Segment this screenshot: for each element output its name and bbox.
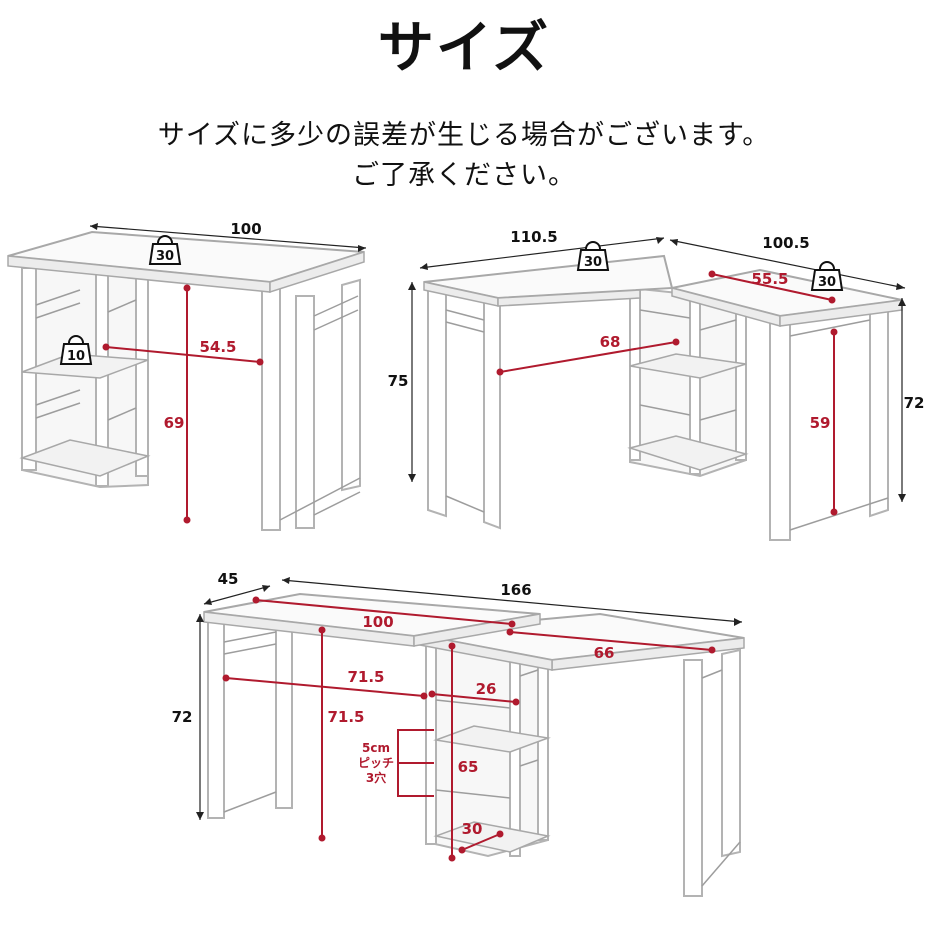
desk3-shelf-post-2 xyxy=(509,649,521,857)
desk3-inner-height-label: 71.5 xyxy=(327,708,364,726)
desk2-height-b-label: 72 xyxy=(904,394,925,412)
desk3-total-width-dimension xyxy=(281,579,743,623)
desk3-height-label: 72 xyxy=(172,708,193,726)
desk3-shelf-depth-line xyxy=(461,833,501,851)
desk2-width-b-label: 100.5 xyxy=(762,234,809,252)
desk2-right-leg-front xyxy=(769,321,791,541)
desk3-pitch-label-1: 5cm xyxy=(362,741,390,755)
desk-l-shape: 110.5 100.5 75 72 68 55.5 59 30 30 xyxy=(388,228,925,541)
page-title: サイズ xyxy=(377,16,551,81)
desk1-width-dimension xyxy=(89,225,367,249)
desk2-bottom-shelf xyxy=(627,435,749,471)
desk3-top-a-line xyxy=(255,599,513,625)
desk1-width-label: 100 xyxy=(230,220,261,238)
desk1-shelf-load: 10 xyxy=(67,349,85,364)
desk3-depth-label: 45 xyxy=(218,570,239,588)
desk3-total-width-label: 166 xyxy=(500,581,531,599)
desk2-clearance-b-label: 59 xyxy=(810,414,831,432)
weight-icon: 30 xyxy=(148,235,182,265)
desk3-shelf-width-line xyxy=(431,693,517,703)
weight-icon: 30 xyxy=(810,261,844,291)
desk3-left-leg-front xyxy=(207,619,225,819)
desk2-height-a-label: 75 xyxy=(388,372,409,390)
desk2-top-load-a: 30 xyxy=(584,255,602,270)
desk2-width-b-dimension xyxy=(669,239,906,289)
desk1-depth-label: 54.5 xyxy=(199,338,236,356)
desk2-inner-b-label: 55.5 xyxy=(751,270,788,288)
desk1-depth-line xyxy=(105,346,261,363)
desk2-top-load-b: 30 xyxy=(818,275,836,290)
desk-extended: 45 166 72 100 66 71.5 71.5 26 65 30 xyxy=(172,570,745,897)
desk1-clearance-label: 69 xyxy=(164,414,185,432)
desk3-shelf-clearance-label: 65 xyxy=(458,758,479,776)
desk3-mid-shelf xyxy=(433,725,551,753)
desk3-depth-dimension xyxy=(203,585,271,605)
desk2-width-a-dimension xyxy=(419,237,665,269)
notice-line-2: ご了承ください。 xyxy=(352,160,576,191)
desk3-right-leg-front xyxy=(683,659,703,897)
weight-icon: 10 xyxy=(59,335,93,365)
desk3-inner-width-line xyxy=(225,677,425,697)
desk2-left-leg-back xyxy=(483,298,501,530)
desk3-shelf-width-label: 26 xyxy=(476,680,497,698)
desk3-left-leg-back xyxy=(275,629,293,809)
desk1-right-leg-front xyxy=(261,287,281,531)
desk1-mid-shelf xyxy=(21,353,149,379)
desk3-shelf-depth-label: 30 xyxy=(462,820,483,838)
size-notice: サイズに多少の誤差が生じる場合がございます。 ご了承ください。 xyxy=(0,116,928,196)
desk3-pitch-label-3: 3穴 xyxy=(366,770,386,785)
desk2-width-a-label: 110.5 xyxy=(510,228,557,246)
desk3-top-b-label: 66 xyxy=(594,644,615,662)
desk1-bottom-shelf xyxy=(19,439,151,477)
desk2-shelf-post-3 xyxy=(735,299,747,461)
desk2-right-leg-back xyxy=(869,304,889,518)
desk2-inner-a-label: 68 xyxy=(600,333,621,351)
desk3-top-a-label: 100 xyxy=(362,613,393,631)
desk-straight: 100 54.5 69 30 10 xyxy=(7,220,367,531)
desk2-mid-shelf xyxy=(629,353,747,379)
desk1-tabletop-side-edge xyxy=(269,250,365,294)
desk2-shelf-post-1 xyxy=(629,287,641,461)
desk3-pitch-label-2: ピッチ xyxy=(358,756,394,770)
desk3-top-b-line xyxy=(509,631,713,651)
desk3-shelf-post-3 xyxy=(537,651,549,841)
desk2-inner-a-line xyxy=(499,341,677,373)
desk1-right-leg-mid xyxy=(295,295,315,529)
desk2-left-leg-front xyxy=(427,284,447,518)
notice-line-1: サイズに多少の誤差が生じる場合がございます。 xyxy=(157,120,771,151)
desk1-right-leg-back xyxy=(341,278,361,492)
desk1-post-3 xyxy=(135,275,149,477)
weight-icon: 30 xyxy=(576,241,610,271)
desk3-shelf-post-1 xyxy=(425,639,437,845)
desk3-right-leg-back xyxy=(721,648,741,858)
desk2-inner-b-line xyxy=(711,273,833,301)
desk1-top-load: 30 xyxy=(156,249,174,264)
desk3-inner-width-label: 71.5 xyxy=(347,668,384,686)
